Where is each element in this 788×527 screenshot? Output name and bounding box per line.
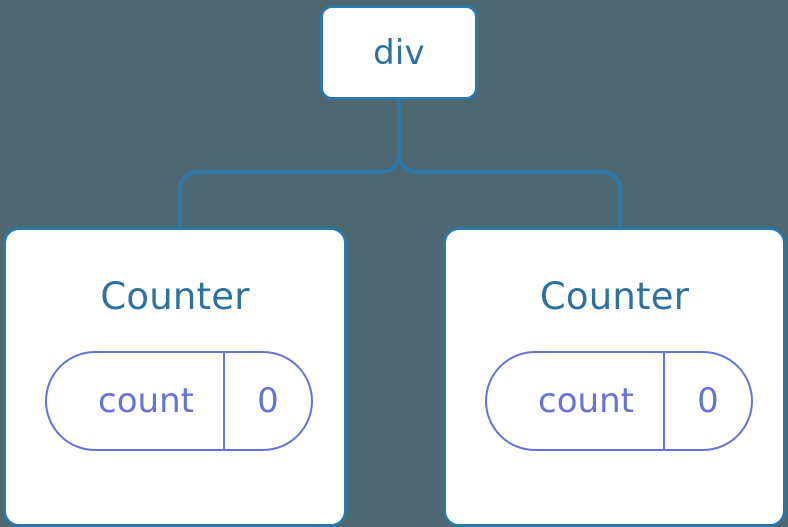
state-pill-left-value: 0 bbox=[257, 381, 279, 421]
node-div-label: div bbox=[373, 32, 425, 73]
node-div[interactable]: div bbox=[320, 5, 478, 100]
state-pill-right-key: count bbox=[538, 381, 634, 421]
node-counter-left-label: Counter bbox=[100, 275, 250, 318]
diagram-canvas: div Counter count 0 Counter count 0 bbox=[3, 5, 786, 527]
connector-root-to-right-child bbox=[397, 100, 622, 227]
connector-root-to-left-child bbox=[178, 100, 401, 227]
node-counter-right-label: Counter bbox=[539, 275, 690, 318]
state-pill-right-divider bbox=[663, 353, 665, 449]
state-pill-left-key: count bbox=[98, 381, 194, 421]
state-pill-right-value: 0 bbox=[697, 381, 719, 421]
state-pill-left-divider bbox=[223, 353, 225, 449]
node-counter-right[interactable]: Counter count 0 bbox=[443, 227, 786, 527]
state-pill-left[interactable]: count 0 bbox=[45, 351, 313, 451]
node-counter-left[interactable]: Counter count 0 bbox=[3, 227, 347, 527]
state-pill-right[interactable]: count 0 bbox=[485, 351, 753, 451]
